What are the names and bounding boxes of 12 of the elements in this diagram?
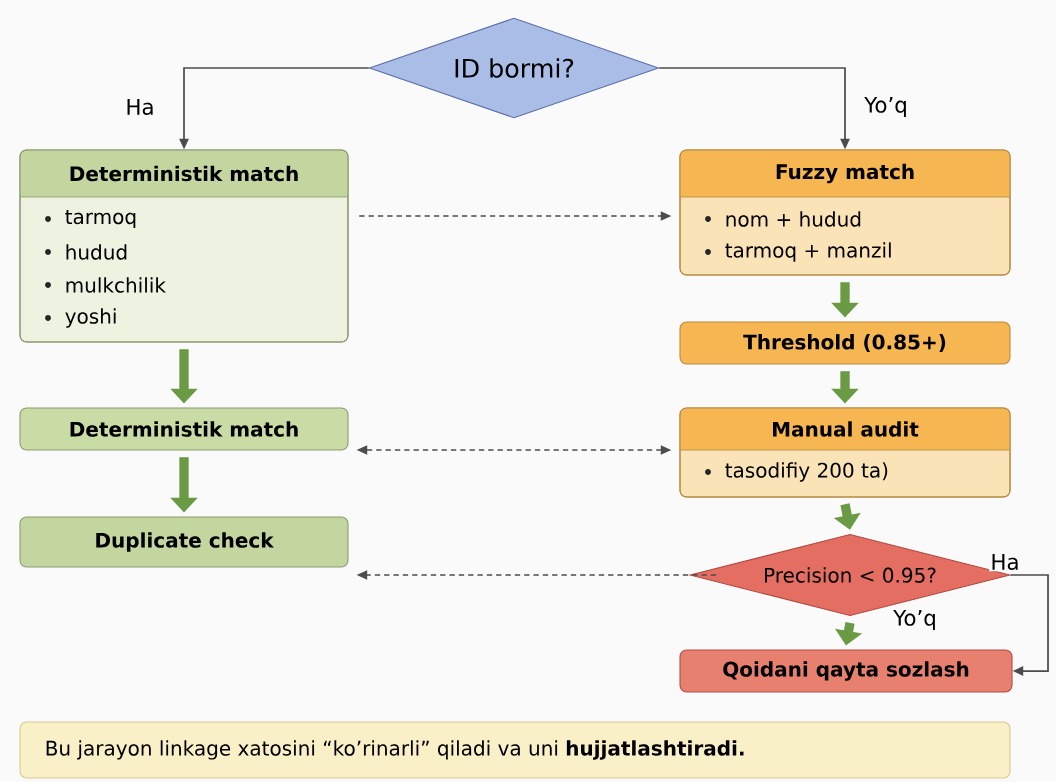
- process-box: Threshold (0.85+): [679, 321, 1011, 365]
- process-box: Qoidani qayta sozlash: [679, 649, 1013, 693]
- process-box: Deterministik match tarmoq hudud mulkchilik yoshi: [19, 149, 349, 343]
- process-box: Deterministik match: [19, 407, 349, 451]
- note-box: Bu jarayon linkage xatosini “ko’rinarli” qiladi va uni hujjatlashtiradi.: [19, 721, 1011, 779]
- edge-label: Ha: [992, 554, 1018, 570]
- arrow: [1009, 574, 1049, 676]
- edge-label: Ha: [127, 99, 153, 115]
- process-box: Duplicate check: [19, 516, 349, 568]
- edge-label: Yo’q: [864, 97, 906, 117]
- process-box: Fuzzy match nom + hudud tarmoq + manzil: [679, 149, 1011, 276]
- process-box: Manual audit tasodifiy 200 ta): [679, 407, 1011, 498]
